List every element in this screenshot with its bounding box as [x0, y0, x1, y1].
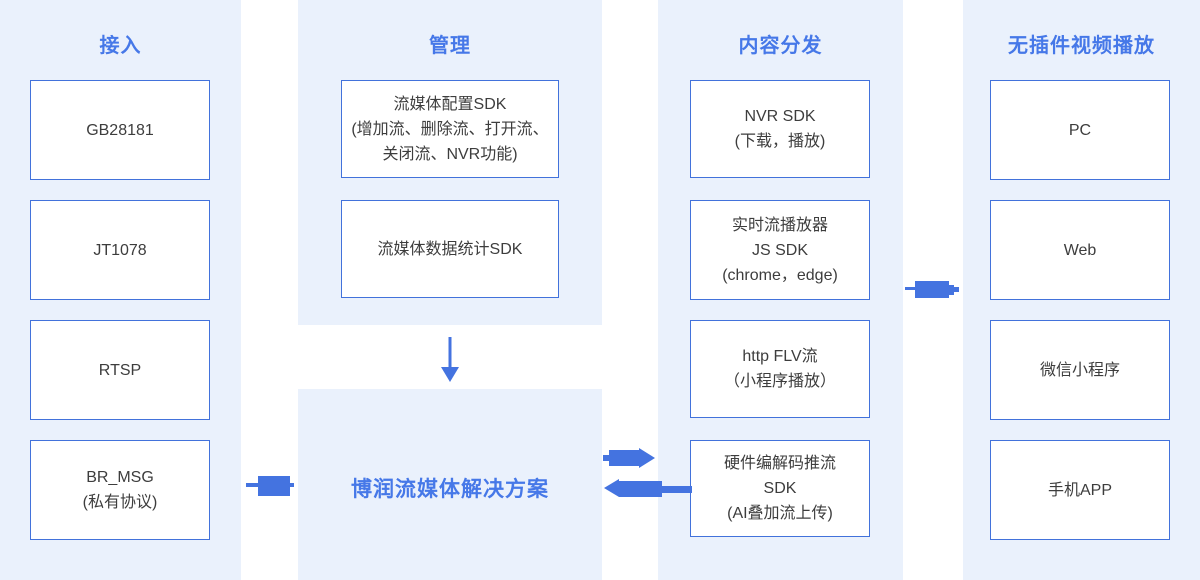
column-title-playback: 无插件视频播放: [1008, 35, 1155, 57]
column-title-access: 接入: [99, 35, 142, 57]
solution-title: 博润流媒体解决方案: [351, 478, 549, 501]
box-pc: PC: [990, 80, 1170, 180]
box-nvr-sdk: NVR SDK (下载，播放): [690, 80, 870, 178]
box-rtsp: RTSP: [30, 320, 210, 420]
box-hw-codec-push-sdk: 硬件编解码推流 SDK (AI叠加流上传): [690, 440, 870, 537]
column-title-distribution: 内容分发: [738, 35, 823, 57]
box-line: (私有协议): [82, 494, 158, 511]
column-title-management: 管理: [429, 35, 471, 57]
box-http-flv: http FLV流 （小程序播放）: [690, 320, 870, 418]
box-line: （小程序播放）: [723, 373, 836, 390]
box-line: 微信小程序: [1039, 361, 1120, 379]
box-line: RTSP: [98, 361, 142, 379]
box-line: JS SDK: [751, 241, 808, 259]
box-line: (增加流、删除流、打开流、: [351, 120, 549, 138]
box-line: http FLV流: [742, 348, 818, 365]
right-arrow-icon: [603, 448, 655, 468]
box-line: BR_MSG: [86, 469, 154, 486]
box-line: 手机APP: [1047, 481, 1113, 499]
box-line: JT1078: [93, 241, 147, 259]
box-realtime-player-sdk: 实时流播放器 JS SDK (chrome，edge): [690, 200, 870, 300]
right-arrow-icon: [905, 281, 959, 298]
box-line: GB28181: [86, 121, 154, 139]
box-line: 流媒体配置SDK: [393, 95, 507, 113]
left-arrow-icon: [604, 479, 692, 497]
box-line: SDK: [763, 480, 797, 497]
box-line: (AI叠加流上传): [727, 505, 833, 522]
box-line: (下载，播放): [734, 133, 826, 150]
box-line: PC: [1068, 121, 1092, 139]
box-line: (chrome，edge): [722, 266, 838, 284]
box-gb28181: GB28181: [30, 80, 210, 180]
box-mobile-app: 手机APP: [990, 440, 1170, 540]
box-line: 流媒体数据统计SDK: [377, 240, 523, 258]
box-stream-config-sdk: 流媒体配置SDK (增加流、删除流、打开流、 关闭流、NVR功能): [341, 80, 559, 178]
box-line: 实时流播放器: [731, 216, 828, 234]
box-web: Web: [990, 200, 1170, 300]
link-icon: [246, 476, 294, 496]
box-line: Web: [1063, 241, 1097, 259]
box-stream-stats-sdk: 流媒体数据统计SDK: [341, 200, 559, 298]
box-line: 硬件编解码推流: [723, 455, 836, 472]
box-br-msg: BR_MSG (私有协议): [30, 440, 210, 540]
box-line: 关闭流、NVR功能): [382, 145, 518, 163]
down-arrow-icon: [441, 337, 459, 382]
box-line: NVR SDK: [744, 108, 816, 125]
box-jt1078: JT1078: [30, 200, 210, 300]
box-wechat-miniprogram: 微信小程序: [990, 320, 1170, 420]
panel-solution: [298, 389, 602, 580]
